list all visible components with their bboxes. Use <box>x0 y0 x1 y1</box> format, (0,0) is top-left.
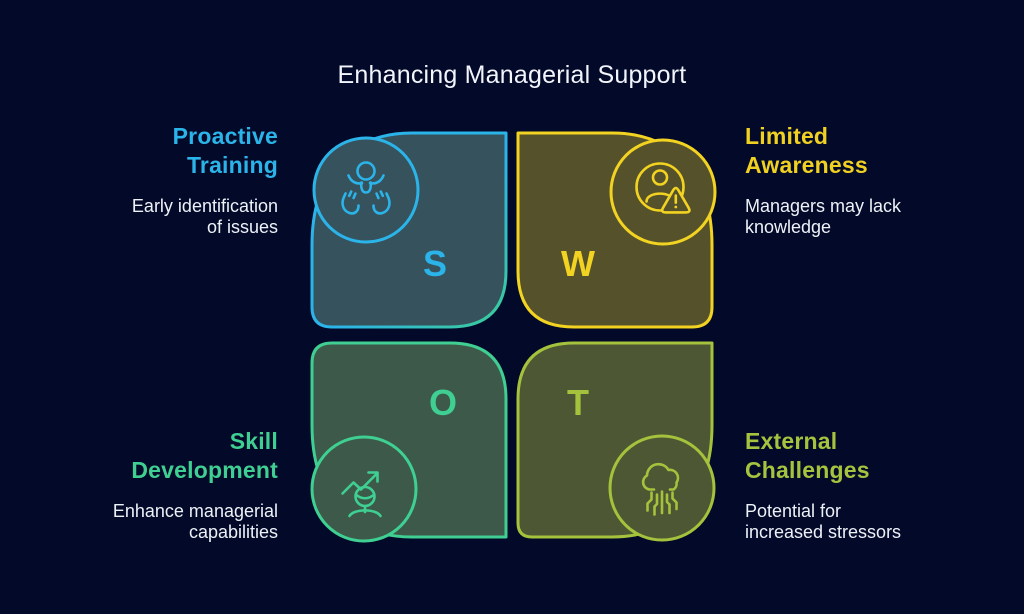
strengths-icon-circle <box>312 136 420 244</box>
weaknesses-quadrant: W <box>516 131 717 329</box>
heading-line: External <box>745 428 838 454</box>
heading-line: Proactive <box>172 123 278 149</box>
swot-pinwheel: S W <box>310 131 717 543</box>
opportunities-description: Enhance managerial capabilities <box>20 501 278 542</box>
opportunities-letter: O <box>429 382 457 423</box>
user-alert-icon <box>635 162 691 214</box>
weaknesses-heading: Limited Awareness <box>745 122 1005 179</box>
opportunities-quadrant: O <box>310 341 508 543</box>
weaknesses-description: Managers may lack knowledge <box>745 196 1005 237</box>
description-line: Managers may lack <box>745 196 902 216</box>
opportunities-label: Skill Development Enhance managerial cap… <box>20 427 278 542</box>
description-line: Early identification <box>131 196 278 216</box>
page-title: Enhancing Managerial Support <box>337 61 687 89</box>
strengths-letter: S <box>423 243 447 284</box>
weaknesses-label: Limited Awareness Managers may lack know… <box>745 122 1005 237</box>
strengths-heading: Proactive Training <box>20 122 278 179</box>
heading-line: Limited <box>745 123 829 149</box>
threats-heading: External Challenges <box>745 427 1005 484</box>
strengths-quadrant: S <box>310 131 508 329</box>
description-line: increased stressors <box>745 521 902 542</box>
threats-icon-circle <box>608 434 716 542</box>
growth-person-icon <box>341 471 382 518</box>
description-line: Enhance managerial <box>112 501 278 521</box>
threats-label: External Challenges Potential for increa… <box>745 427 1005 542</box>
heading-line: Development <box>131 456 278 483</box>
heading-line: Training <box>186 151 278 178</box>
heading-line: Awareness <box>745 151 868 178</box>
description-line: knowledge <box>745 216 832 237</box>
opportunities-heading: Skill Development <box>20 427 278 484</box>
description-line: capabilities <box>188 521 278 542</box>
cloud-circuit-icon <box>641 462 680 516</box>
weaknesses-icon-circle <box>609 138 717 246</box>
threats-letter: T <box>567 382 589 423</box>
description-line: Potential for <box>745 501 842 521</box>
strengths-label: Proactive Training Early identification … <box>20 122 278 237</box>
description-line: of issues <box>206 216 278 237</box>
heading-line: Skill <box>229 428 278 454</box>
threats-description: Potential for increased stressors <box>745 501 1005 542</box>
heading-line: Challenges <box>745 456 870 483</box>
opportunities-icon-circle <box>310 435 418 543</box>
strengths-description: Early identification of issues <box>20 196 278 237</box>
weaknesses-letter: W <box>561 243 595 284</box>
supporting-hands-icon <box>341 161 391 215</box>
threats-quadrant: T <box>516 341 716 542</box>
